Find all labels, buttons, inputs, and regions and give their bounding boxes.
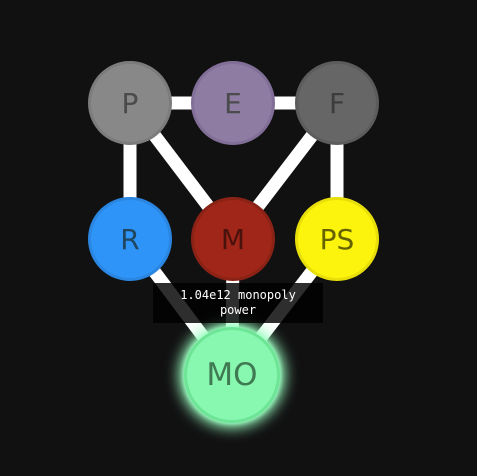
node-p[interactable]: P [88,61,172,145]
node-f-label: F [328,86,346,120]
node-p-label: P [121,86,139,120]
node-m-label: M [220,222,246,256]
node-f[interactable]: F [295,61,379,145]
node-mo[interactable]: MO [184,327,280,423]
tooltip-line-2: power [219,303,257,317]
node-r-label: R [120,222,140,256]
node-tooltip: 1.04e12 monopoly power [153,283,323,323]
node-ps[interactable]: PS [295,197,379,281]
node-m[interactable]: M [191,197,275,281]
node-mo-label: MO [206,357,258,393]
node-r[interactable]: R [88,197,172,281]
node-e-label: E [224,86,242,120]
tooltip-line-1: 1.04e12 monopoly [180,288,296,302]
node-ps-label: PS [319,222,355,256]
node-e[interactable]: E [191,61,275,145]
